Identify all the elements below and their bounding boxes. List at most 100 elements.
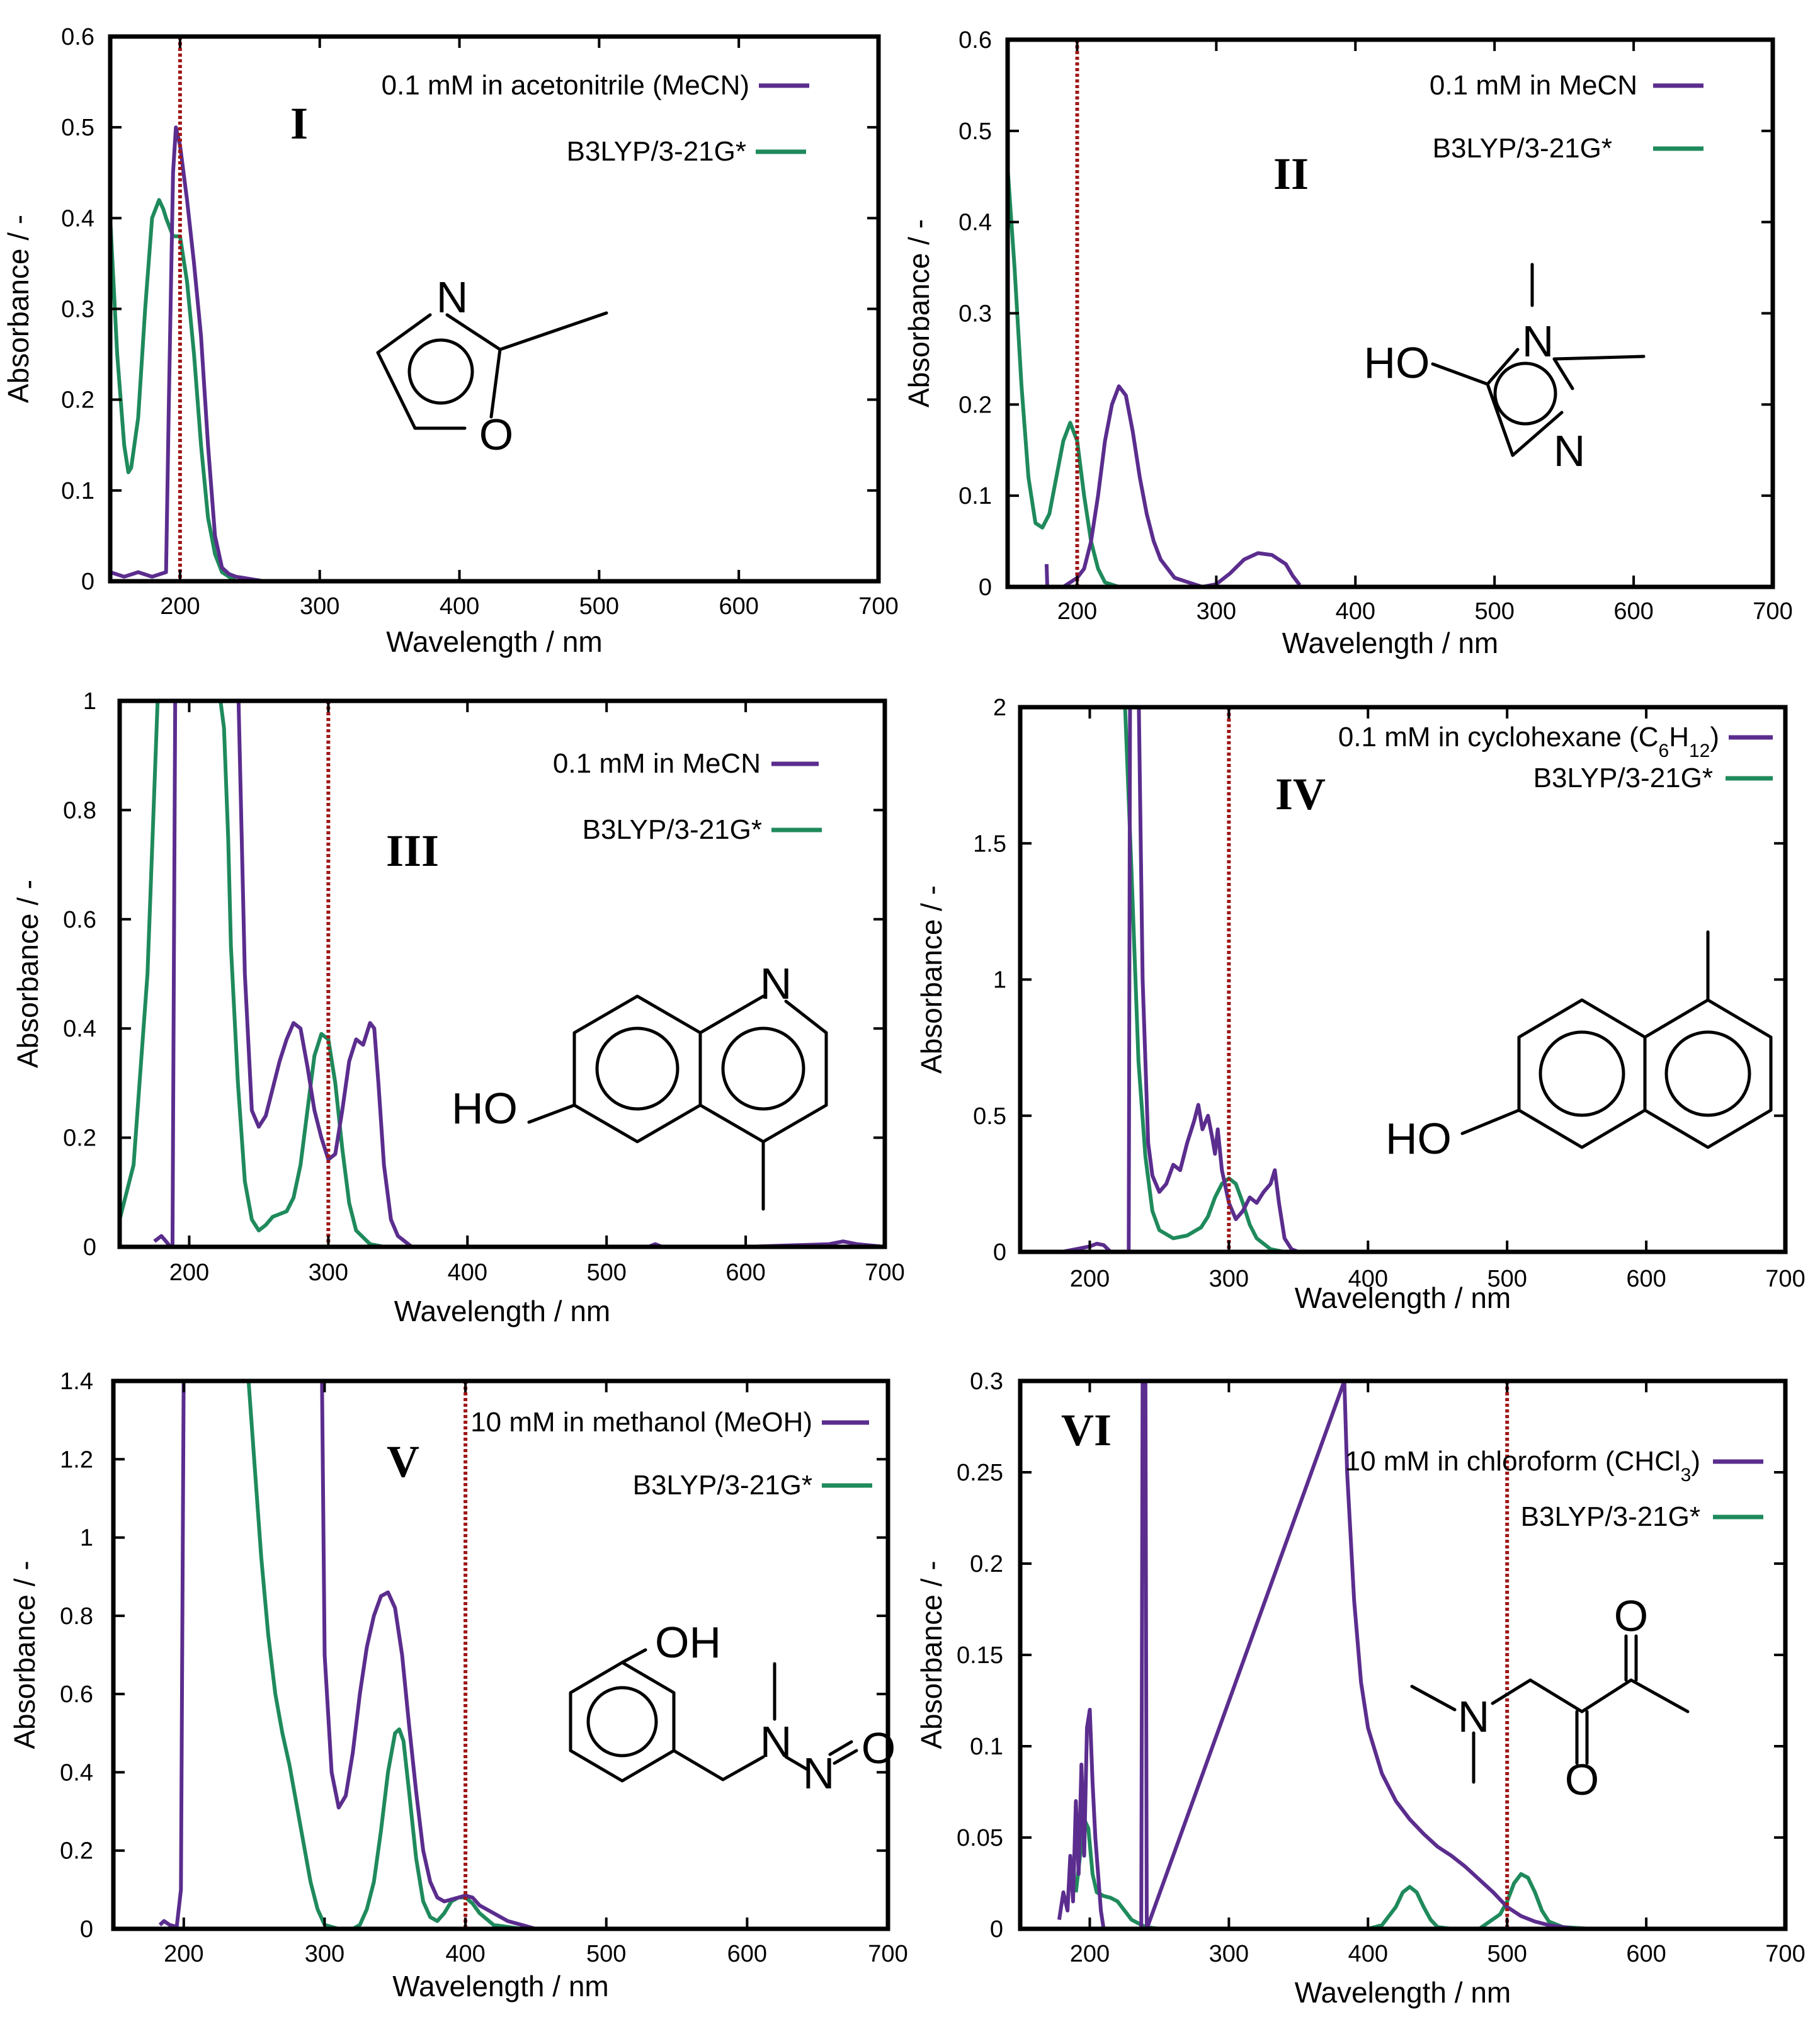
legend-label-theory: B3LYP/3-21G*: [633, 1470, 812, 1501]
x-tick-label: 500: [1474, 598, 1514, 625]
molecule-structure-II: [1431, 263, 1646, 457]
y-tick-label: 0.8: [60, 1603, 93, 1630]
y-tick-label: 0.8: [63, 797, 96, 824]
y-tick-label: 0.6: [63, 907, 96, 933]
y-tick-label: 0: [81, 569, 94, 595]
y-tick-label: 0.3: [970, 1368, 1003, 1395]
legend-label-experiment: 0.1 mM in MeCN: [553, 748, 761, 779]
y-tick-label: 0.4: [60, 1759, 93, 1786]
x-tick-label: 400: [1348, 1941, 1388, 1967]
x-axis-label: Wavelength / nm: [1282, 627, 1498, 659]
legend-label-theory: B3LYP/3-21G*: [1433, 133, 1612, 164]
y-tick-label: 0.3: [61, 297, 94, 323]
atom-label: HO: [452, 1084, 518, 1133]
atom-label: N: [803, 1749, 835, 1798]
legend-label-theory: B3LYP/3-21G*: [1533, 763, 1713, 793]
y-tick-label: 0.1: [61, 478, 94, 504]
x-tick-label: 600: [719, 593, 758, 620]
x-tick-label: 600: [1626, 1941, 1666, 1967]
y-tick-label: 0.6: [958, 27, 992, 54]
panel-label: III: [386, 826, 439, 876]
y-axis-label: Absorbance / -: [915, 1560, 948, 1749]
legend-label-experiment: 0.1 mM in cyclohexane (C6H12): [1338, 722, 1719, 761]
y-tick-label: 0.2: [61, 387, 94, 414]
legend-label-experiment: 0.1 mM in MeCN: [1430, 70, 1637, 101]
legend-label-theory: B3LYP/3-21G*: [567, 136, 746, 167]
x-tick-label: 300: [305, 1941, 344, 1967]
atom-label: HO: [1385, 1114, 1452, 1163]
y-tick-label: 0.6: [61, 24, 94, 50]
x-tick-label: 500: [586, 1941, 626, 1967]
x-tick-label: 400: [445, 1941, 485, 1967]
x-axis-label: Wavelength / nm: [392, 1970, 608, 2003]
y-tick-label: 0: [80, 1916, 93, 1943]
molecule-structure-V: [569, 1648, 858, 1783]
y-axis-label: Absorbance / -: [2, 215, 35, 403]
x-tick-label: 300: [300, 593, 339, 620]
atom-label: N: [1554, 426, 1586, 475]
y-tick-label: 1.4: [60, 1368, 93, 1395]
plot-frame: [108, 34, 881, 584]
plot-frame: [1005, 37, 1775, 589]
series-line-theory: [120, 701, 885, 1247]
series-line-theory: [110, 198, 879, 581]
y-tick-label: 0.5: [61, 115, 94, 141]
y-tick-label: 0.5: [958, 118, 992, 145]
y-tick-label: 1.5: [973, 831, 1006, 857]
y-axis-label: Absorbance / -: [8, 1560, 41, 1749]
x-tick-label: 400: [440, 593, 479, 620]
molecule-structure-I: [376, 311, 608, 430]
y-axis-label: Absorbance / -: [11, 880, 44, 1068]
x-tick-label: 500: [1487, 1266, 1527, 1292]
series-line-experiment: [153, 701, 885, 1247]
y-tick-label: 0.3: [958, 301, 992, 327]
panel-label: VI: [1061, 1405, 1112, 1455]
x-tick-label: 400: [1348, 1266, 1388, 1292]
y-tick-label: 1: [993, 967, 1006, 994]
y-tick-label: 0.4: [958, 210, 992, 236]
panel-label: I: [290, 98, 308, 149]
panel-label: V: [387, 1436, 419, 1487]
series-line-theory: [1008, 167, 1773, 587]
molecule-structure-III: [527, 994, 828, 1211]
atom-label: O: [862, 1724, 896, 1773]
y-tick-label: 0.6: [60, 1681, 93, 1708]
series-line-experiment: [1044, 384, 1302, 587]
x-tick-label: 400: [448, 1259, 487, 1286]
x-tick-label: 300: [1209, 1266, 1249, 1292]
panel-label: II: [1273, 149, 1309, 199]
panel-label: IV: [1275, 769, 1326, 819]
molecule-structure-VI: [1410, 1634, 1690, 1784]
x-tick-label: 500: [586, 1259, 626, 1286]
x-tick-label: 500: [579, 593, 619, 620]
y-tick-label: 0.4: [61, 205, 94, 232]
x-tick-label: 200: [1070, 1266, 1110, 1292]
x-tick-label: 200: [1070, 1941, 1110, 1967]
y-tick-label: 0.4: [63, 1016, 96, 1042]
y-tick-label: 0: [979, 574, 992, 601]
y-tick-label: 1: [83, 688, 96, 715]
x-tick-label: 300: [1209, 1941, 1249, 1967]
x-tick-label: 700: [858, 593, 898, 620]
atom-label: O: [479, 410, 513, 459]
x-axis-label: Wavelength / nm: [386, 625, 602, 658]
y-tick-label: 1.2: [60, 1446, 93, 1473]
y-tick-label: 0: [83, 1234, 96, 1261]
x-axis-label: Wavelength / nm: [394, 1295, 610, 1327]
y-tick-label: 1: [80, 1525, 93, 1552]
x-tick-label: 600: [1613, 598, 1653, 625]
y-tick-label: 0.2: [60, 1838, 93, 1865]
y-axis-label: Absorbance / -: [915, 885, 948, 1074]
series-line-experiment: [1057, 1381, 1591, 1929]
y-tick-label: 0.1: [970, 1734, 1003, 1760]
x-tick-label: 700: [1753, 598, 1792, 625]
atom-label: O: [1614, 1591, 1648, 1640]
legend-label-experiment: 0.1 mM in acetonitrile (MeCN): [382, 70, 749, 101]
x-tick-label: 600: [725, 1259, 765, 1286]
y-tick-label: 0.15: [957, 1642, 1003, 1669]
